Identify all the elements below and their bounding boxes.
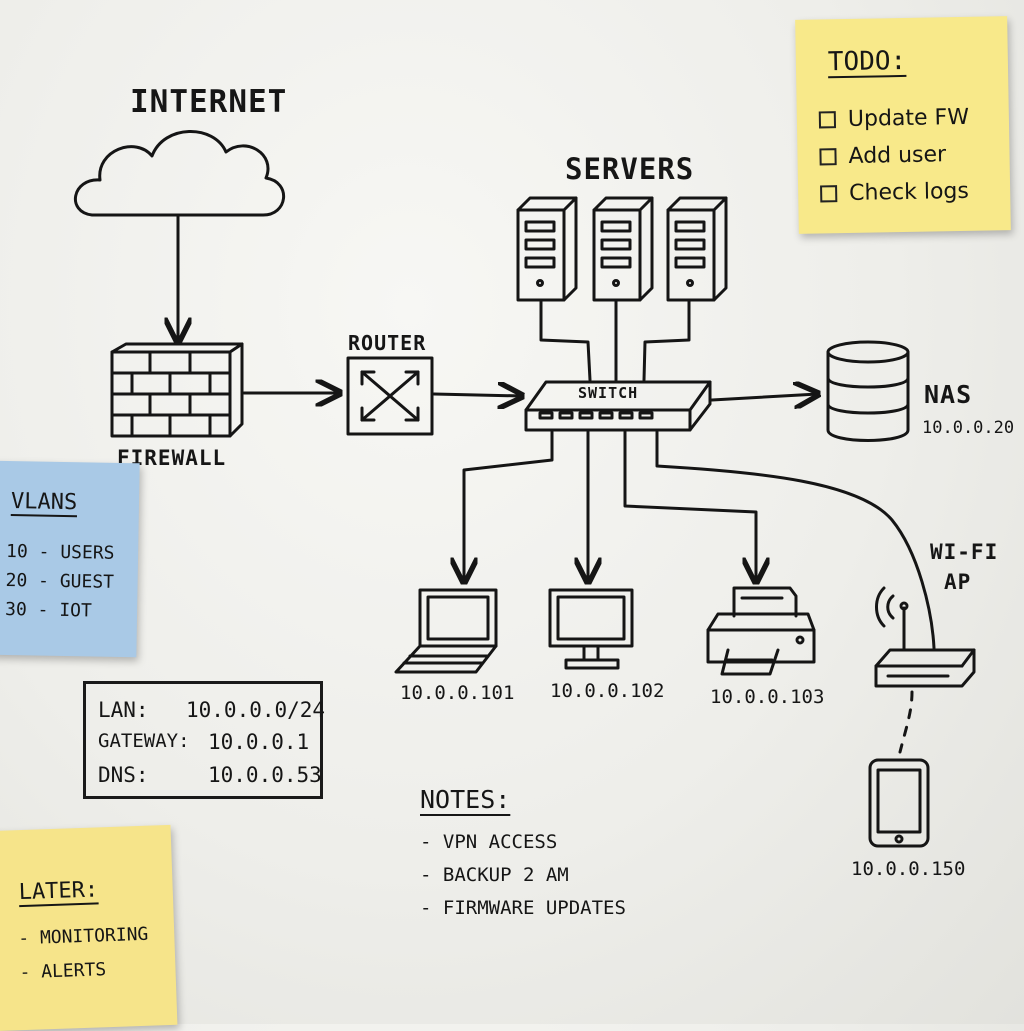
checkbox-icon [819, 148, 837, 166]
switch-label: SWITCH [578, 384, 639, 402]
vlans-sticky-note: VLANS 10 - USERS 20 - GUEST 30 - IOT [0, 460, 140, 658]
desktop-monitor-icon [548, 588, 634, 670]
internet-label: INTERNET [130, 84, 288, 120]
checkbox-icon [818, 111, 837, 129]
tablet-ip-label: 10.0.0.150 [851, 858, 966, 880]
desktop-ip-label: 10.0.0.102 [550, 680, 665, 702]
notes-item: - BACKUP 2 AM [420, 864, 569, 886]
todo-item: Update FW [818, 99, 970, 139]
nas-icon [826, 340, 910, 442]
tablet-icon [868, 758, 930, 848]
switch-ap-link [655, 430, 936, 650]
laptop-icon [394, 588, 498, 674]
router-icon [346, 356, 434, 436]
server-icon [592, 196, 654, 302]
router-switch-link [432, 394, 522, 396]
later-list: - MONITORING - ALERTS [18, 918, 150, 990]
router-label: ROUTER [348, 331, 427, 355]
todo-sticky-note: TODO: Update FW Add user Check logs [795, 16, 1011, 234]
switch-laptop-link [464, 430, 554, 582]
gateway-label: GATEWAY: [98, 730, 190, 752]
lan-value: 10.0.0.0/24 [186, 698, 326, 722]
dns-label: DNS: [98, 763, 149, 787]
notes-title: NOTES: [420, 785, 511, 814]
vlan-item: 20 - GUEST [5, 569, 115, 593]
server-switch-link [539, 298, 592, 382]
vlan-item: 10 - USERS [5, 540, 115, 564]
wifi-ap-icon [874, 586, 976, 688]
vlans-title: VLANS [10, 489, 78, 516]
laptop-ip-label: 10.0.0.101 [400, 682, 515, 704]
wifi-ap-label-line1: WI-FI [930, 540, 999, 564]
later-sticky-note: LATER: - MONITORING - ALERTS [0, 824, 178, 1031]
todo-list: Update FW Add user Check logs [818, 99, 971, 213]
wifi-ap-label-line2: AP [944, 570, 972, 594]
vlan-item: 30 - IOT [4, 598, 92, 622]
nas-ip-label: 10.0.0.20 [922, 418, 1015, 438]
ap-tablet-wireless-link [898, 690, 914, 754]
todo-title: TODO: [827, 45, 907, 78]
later-item: - MONITORING [17, 923, 149, 950]
printer-icon [706, 586, 816, 676]
dns-value: 10.0.0.53 [208, 763, 322, 787]
switch-icon [524, 380, 712, 432]
notes-item: - VPN ACCESS [420, 831, 558, 853]
checkbox-icon [820, 185, 838, 203]
todo-item-label: Update FW [847, 104, 970, 132]
later-title: LATER: [18, 877, 99, 906]
later-item: - ALERTS [19, 959, 107, 984]
todo-item-label: Check logs [848, 178, 970, 206]
notes-section: NOTES: - VPN ACCESS - BACKUP 2 AM - FIRM… [420, 785, 626, 925]
servers-label: SERVERS [565, 152, 695, 186]
todo-item-label: Add user [848, 142, 947, 169]
printer-ip-label: 10.0.0.103 [710, 686, 825, 708]
switch-nas-link [710, 394, 818, 400]
lan-label: LAN: [98, 698, 149, 722]
todo-item: Add user [819, 136, 970, 176]
gateway-value: 10.0.0.1 [208, 730, 310, 754]
cloud-icon [74, 130, 285, 217]
server-icon [516, 196, 578, 302]
network-info-box: LAN: 10.0.0.0/24 GATEWAY: 10.0.0.1 DNS: … [83, 681, 326, 799]
notes-list: - VPN ACCESS - BACKUP 2 AM - FIRMWARE UP… [420, 826, 626, 925]
server-icon [666, 196, 728, 302]
notes-item: - FIRMWARE UPDATES [420, 897, 626, 919]
server-switch-link [642, 298, 691, 382]
nas-label: NAS [924, 380, 973, 409]
firewall-icon [110, 342, 244, 438]
switch-printer-link [623, 430, 756, 582]
todo-item: Check logs [820, 173, 971, 213]
vlans-list: 10 - USERS 20 - GUEST 30 - IOT [5, 537, 115, 626]
